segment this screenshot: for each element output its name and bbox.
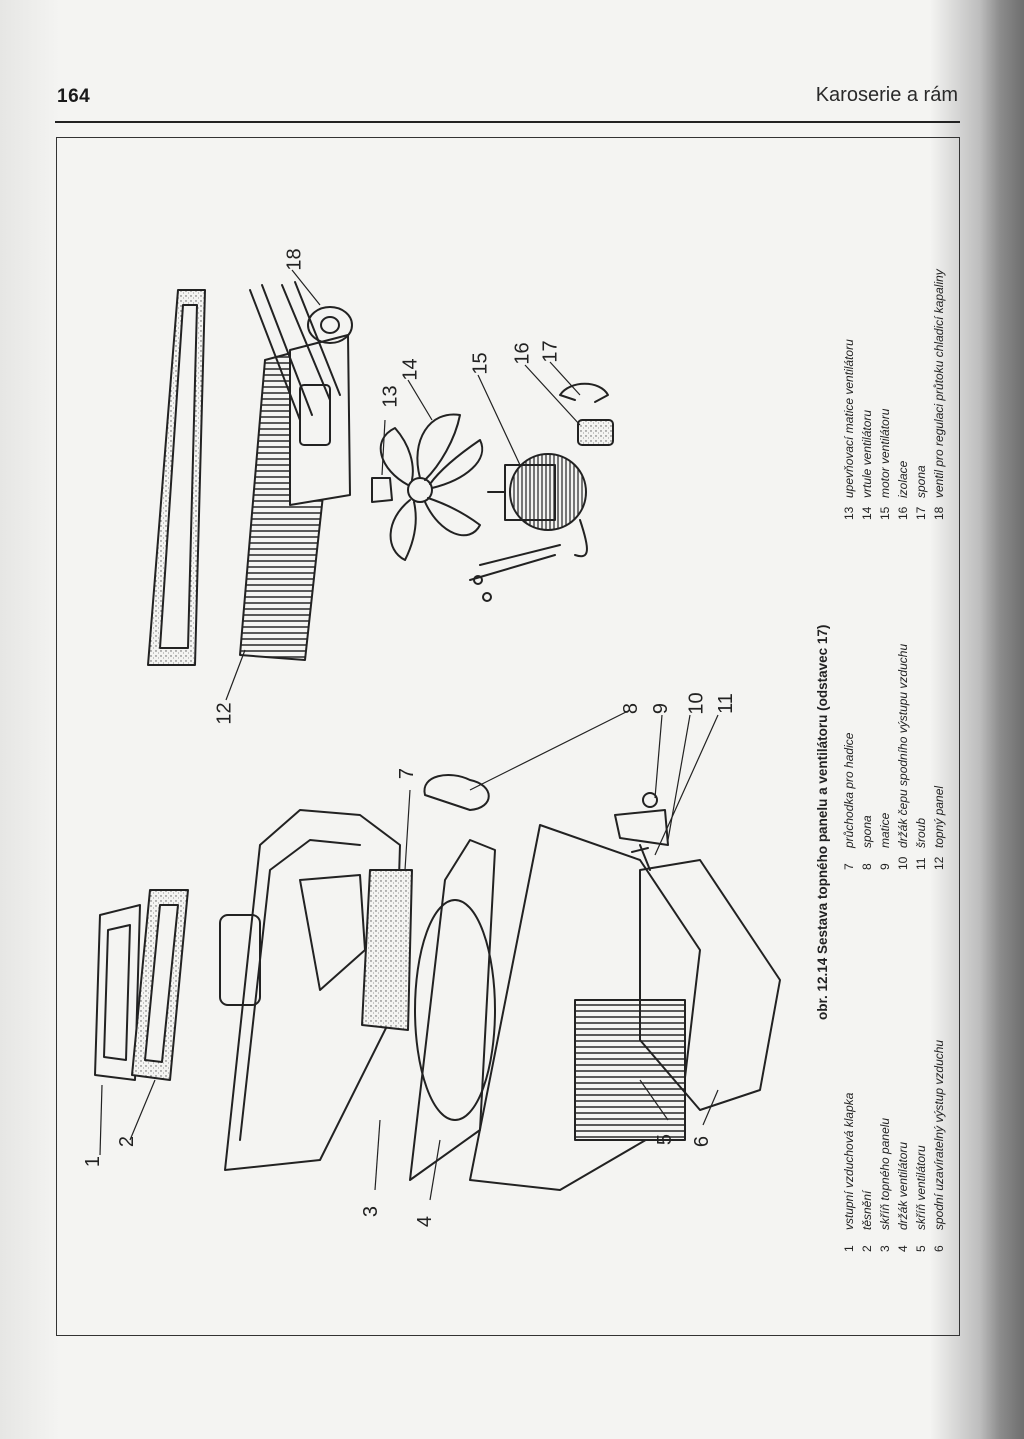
nut-9 (642, 792, 658, 808)
section-title: Karoserie a rám (815, 84, 958, 106)
fan-nut-13 (371, 477, 393, 503)
callout-6: 6 (691, 1135, 714, 1148)
callout-3: 3 (360, 1205, 383, 1218)
clip-17 (559, 382, 609, 403)
callout-8: 8 (620, 702, 643, 715)
legend-item: 7průchodka pro hadice (842, 732, 856, 870)
callout-9: 9 (650, 702, 673, 715)
legend-item: 13upevňovací matice ventilátoru (842, 339, 856, 520)
callout-15: 15 (469, 352, 492, 375)
legend-item: 8spona (860, 815, 874, 870)
hose-grommet (361, 869, 413, 1031)
fan-motor (469, 453, 588, 602)
clip-8 (423, 774, 490, 811)
callout-16: 16 (511, 342, 534, 365)
legend-item: 17spona (914, 465, 928, 520)
pin-bracket (614, 809, 669, 846)
legend-item: 14vrtule ventilátoru (860, 409, 874, 520)
legend-item: 9matice (878, 812, 892, 870)
fan-propeller (379, 413, 484, 561)
callout-14: 14 (399, 358, 422, 381)
legend-item: 12topný panel (932, 785, 946, 870)
callout-13: 13 (379, 385, 402, 408)
fan-bracket (409, 839, 496, 1181)
callout-7: 7 (396, 767, 419, 780)
callout-10: 10 (685, 692, 708, 715)
callout-12: 12 (213, 702, 236, 725)
callout-2: 2 (116, 1135, 139, 1148)
legend-item: 15motor ventilátoru (878, 408, 892, 520)
legend-item: 10držák čepu spodního výstupu vzduchu (896, 643, 910, 870)
lower-air-outlet (639, 859, 781, 1111)
figure-frame (56, 137, 960, 1336)
insulation-pad (577, 419, 614, 446)
inlet-flap (94, 904, 141, 1081)
callout-11: 11 (714, 693, 737, 714)
legend-item: 4držák ventilátoru (896, 1141, 910, 1252)
coolant-valve (307, 306, 353, 344)
header-rule (55, 121, 960, 123)
fan-housing (469, 824, 701, 1191)
legend-item: 11šroub (914, 817, 928, 870)
legend-item: 16izolace (896, 460, 910, 520)
heater-housing (224, 809, 401, 1171)
legend-item: 6spodní uzavíratelný výstup vzduchu (932, 1039, 946, 1252)
legend-item: 2těsnění (860, 1190, 874, 1252)
callout-5: 5 (654, 1133, 677, 1146)
callout-1: 1 (82, 1155, 105, 1168)
legend-item: 5skříň ventilátoru (914, 1145, 928, 1252)
figure-caption: obr. 12.14 Sestava topného panelu a vent… (815, 624, 830, 1020)
screw-11 (631, 844, 651, 871)
legend-item: 3skříň topného panelu (878, 1117, 892, 1252)
callout-18: 18 (283, 248, 306, 271)
legend-item: 18ventil pro regulaci průtoku chladicí k… (932, 269, 946, 520)
page-number: 164 (57, 86, 91, 107)
legend-item: 1vstupní vzduchová klapka (842, 1092, 856, 1252)
callout-17: 17 (539, 340, 562, 363)
callout-4: 4 (414, 1215, 437, 1228)
